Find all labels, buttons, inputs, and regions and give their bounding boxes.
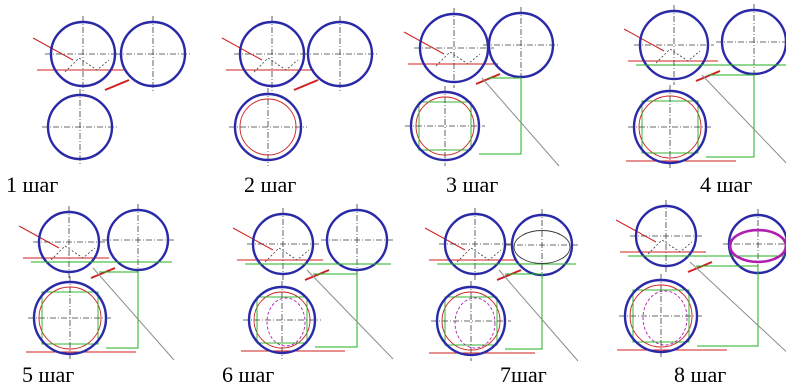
angle-marks [655,48,701,64]
angle-marks [647,239,693,255]
projection-connector [313,273,358,348]
angle-marks [64,57,110,73]
angle-marks [50,245,96,261]
panel-step-3 [403,7,560,167]
diagonal-45 [481,77,560,167]
plane-trace [496,269,522,281]
panel-step-4 [623,4,786,169]
top-right-circle [325,208,389,272]
projection-connector [505,273,543,350]
plane-trace [687,261,713,273]
diagonal-45 [701,74,786,164]
plane-trace [293,79,319,91]
projection-connector [696,265,759,347]
top-right-circle [306,20,374,88]
plane-trace [304,269,330,281]
top-right-circle [720,8,786,76]
caption-step-3: 3 шаг [446,172,499,197]
top-left-circle [634,204,698,268]
caption-step-4: 4 шаг [700,172,753,197]
bottom-circle [247,285,317,355]
plane-trace [475,73,501,85]
plane-trace [90,267,116,279]
diagonal-45 [92,267,175,361]
section-curve-plan [266,297,306,347]
bottom-circle [233,92,303,162]
cutting-line [403,31,445,55]
top-right-circle [119,20,187,88]
section-ellipse-final [728,228,786,264]
caption-step-5: 5 шаг [22,362,75,387]
panel-step-1 [32,16,191,165]
cutting-line [32,37,74,61]
caption-step-7: 7шаг [500,362,547,387]
diagonal-45 [689,261,786,353]
cutting-line [221,37,263,61]
projection-connector [706,74,755,158]
panel-step-2 [221,16,378,166]
caption-step-8: 8 шаг [674,362,727,387]
panel-step-6 [232,204,394,360]
caption-step-6: 6 шаг [222,362,275,387]
angle-marks [456,247,502,263]
angle-marks [435,51,481,67]
angle-marks [253,57,299,73]
section-curve-plan [642,290,688,346]
projection-connector [99,271,139,349]
top-left-circle [251,212,315,276]
bottom-circle [409,90,481,162]
section-curve-draft [513,230,571,264]
diagonal-45 [306,269,394,360]
bottom-circle [435,285,507,357]
panel-step-5 [18,204,175,361]
top-right-circle [487,11,555,79]
top-left-circle [37,210,101,274]
caption-step-2: 2 шаг [244,172,297,197]
plane-trace [104,79,130,91]
top-left-circle [443,212,507,276]
panel-step-8 [615,200,786,358]
caption-step-1: 1 шаг [6,172,59,197]
cutting-line [623,28,665,52]
top-left-circle [638,9,710,81]
top-right-circle [106,208,170,272]
bottom-circle [32,280,108,356]
panel-step-7 [424,208,579,362]
plane-trace [695,70,721,82]
section-curve-plan [454,297,496,349]
bottom-circle [46,93,114,161]
bottom-circle [623,278,699,354]
bottom-circle [632,89,708,165]
diagonal-45 [498,269,579,362]
projection-connector [479,77,522,155]
angle-marks [264,247,310,263]
